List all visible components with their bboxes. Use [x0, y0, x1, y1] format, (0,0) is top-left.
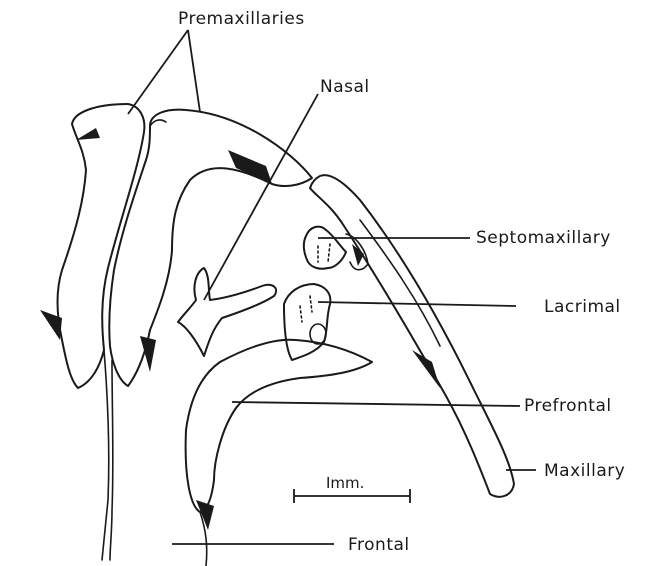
leader-premaxillaries-left: [128, 30, 188, 114]
leader-prefrontal: [232, 402, 520, 406]
label-maxillary: Maxillary: [544, 461, 625, 481]
label-frontal: Frontal: [348, 535, 410, 555]
premaxillary-left: [40, 104, 144, 388]
scale-bar-label: Imm.: [326, 474, 364, 492]
prefrontal-bone: [186, 340, 440, 530]
label-prefrontal: Prefrontal: [524, 396, 612, 416]
central-suture-line: [102, 350, 207, 566]
leader-lines: [128, 30, 536, 544]
maxillary-bone: [310, 175, 514, 497]
leader-premaxillaries-right: [188, 30, 200, 112]
label-lacrimal: Lacrimal: [544, 297, 621, 317]
label-septomaxillary: Septomaxillary: [476, 228, 611, 248]
nasal-bone: [178, 268, 276, 356]
leader-nasal: [204, 94, 318, 300]
lacrimal-bone: [284, 284, 330, 360]
label-premaxillaries: Premaxillaries: [178, 9, 305, 29]
scale-bar: Imm.: [294, 474, 410, 503]
label-nasal: Nasal: [320, 77, 370, 97]
